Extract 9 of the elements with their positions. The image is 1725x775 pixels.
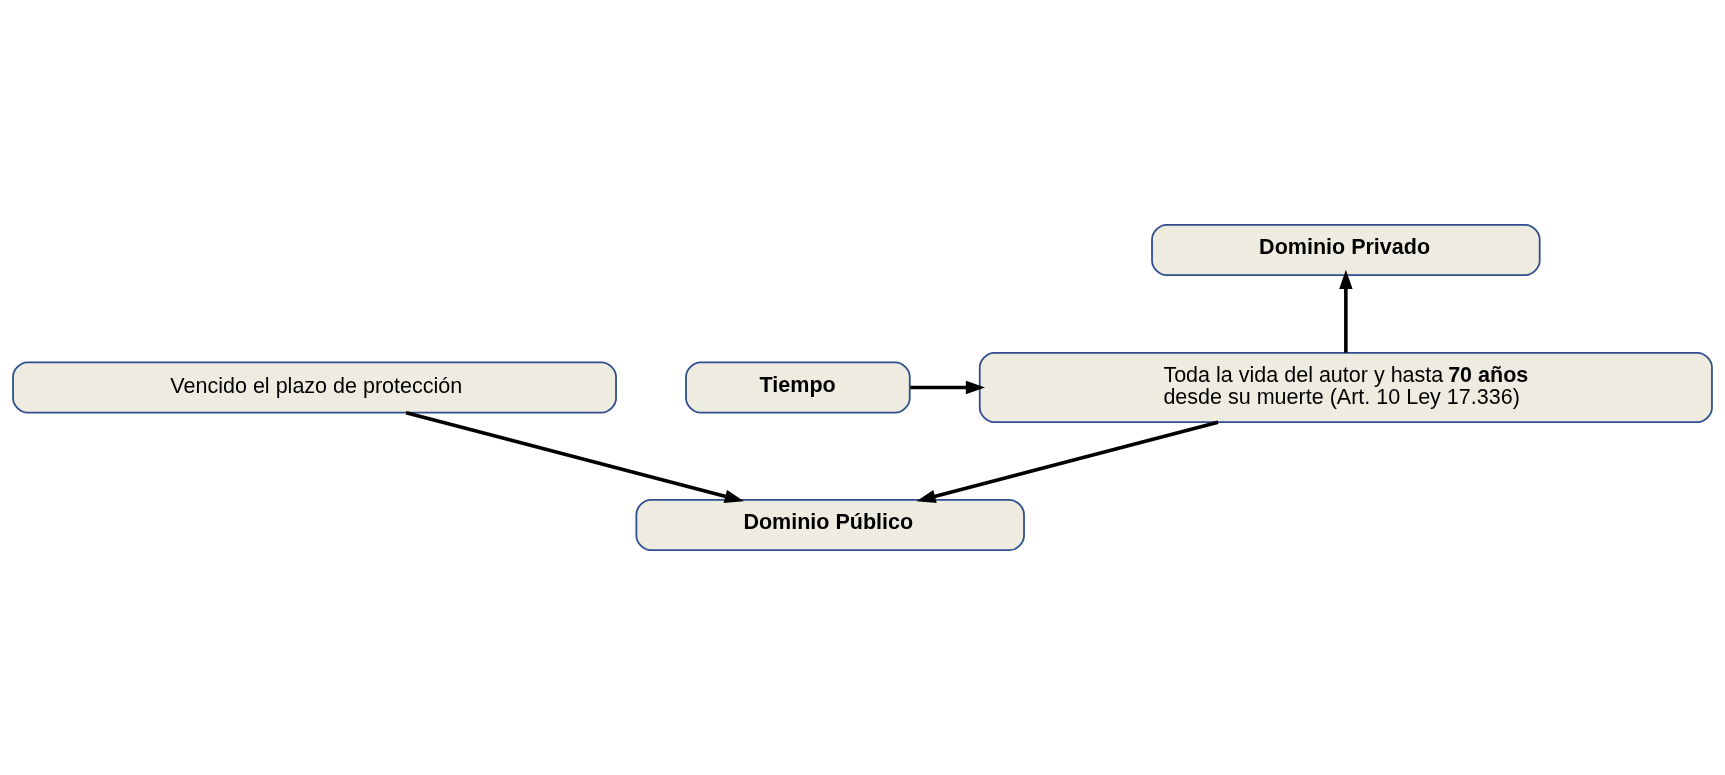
arrow <box>405 410 744 503</box>
node-box: Toda la vida del autor y hasta 70 años desde su muerte (Art. 10 Ley 17.336) <box>978 351 1713 424</box>
node-box: Dominio Privado <box>1151 223 1541 276</box>
arrow <box>910 380 986 395</box>
node-box: Tiempo <box>685 361 911 414</box>
node-box: Vencido el plazo de protección <box>12 361 617 414</box>
arrow <box>1339 269 1353 353</box>
arrow <box>916 420 1219 503</box>
node-box: Dominio Público <box>635 499 1025 552</box>
